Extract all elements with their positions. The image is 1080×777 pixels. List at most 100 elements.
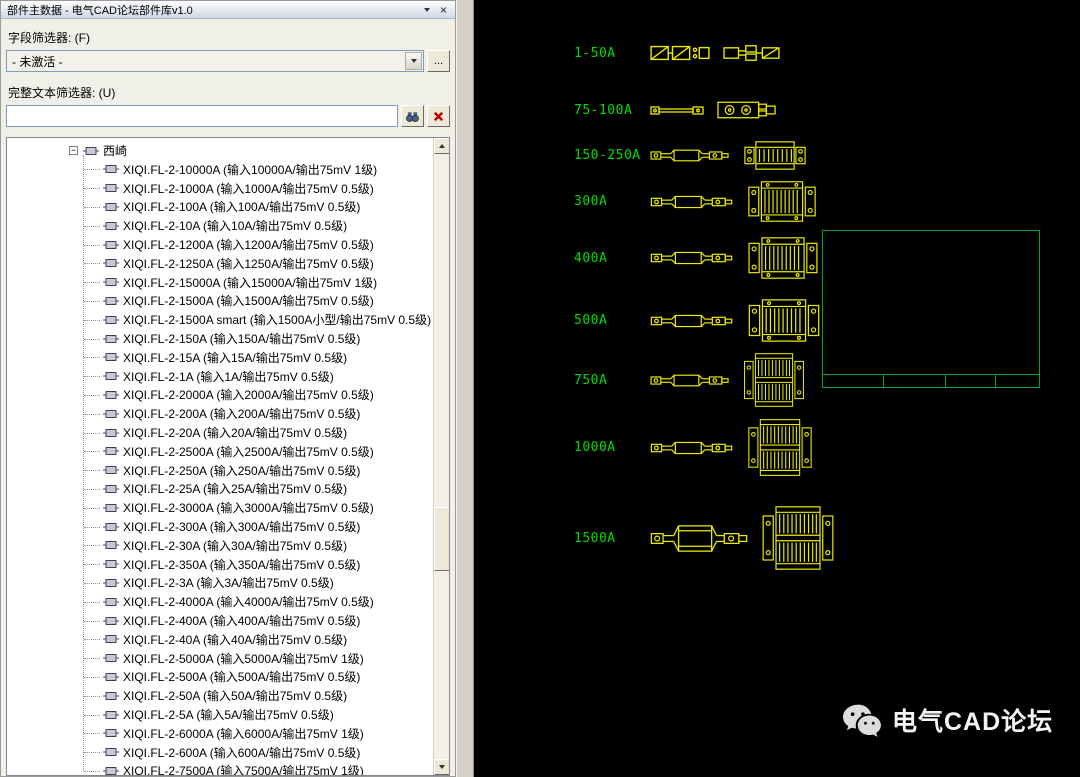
tree-item[interactable]: XIQI.FL-2-6000A (输入6000A/输出75mV 1级)	[7, 724, 433, 743]
shunt-row-400A: 400A	[574, 236, 819, 280]
tree-item[interactable]: XIQI.FL-2-250A (输入250A/输出75mV 0.5级)	[7, 461, 433, 480]
component-icon	[103, 634, 119, 644]
shunt-row-150-250A: 150-250A	[574, 140, 807, 171]
shunt-front-view	[747, 180, 817, 223]
field-filter-label: 字段筛选器: (F)	[8, 29, 448, 46]
tree-root-label: 西崎	[103, 142, 127, 159]
tree-item[interactable]: XIQI.FL-2-1000A (输入1000A/输出75mV 0.5级)	[7, 179, 433, 198]
shunt-side-view	[650, 144, 730, 167]
field-filter-select[interactable]: - 未激活 -	[6, 50, 424, 72]
component-icon	[103, 352, 119, 362]
drawing-frame	[822, 230, 1040, 388]
shunt-rating-label: 750A	[574, 373, 650, 388]
tree-item[interactable]: XIQI.FL-2-10A (输入10A/输出75mV 0.5级)	[7, 216, 433, 235]
component-icon	[103, 597, 119, 607]
clear-filter-button[interactable]	[427, 105, 450, 127]
tree-item[interactable]: XIQI.FL-2-2500A (输入2500A/输出75mV 0.5级)	[7, 442, 433, 461]
tree-item-label: XIQI.FL-2-1200A (输入1200A/输出75mV 0.5级)	[123, 236, 374, 253]
component-icon	[103, 766, 119, 775]
tree-item[interactable]: XIQI.FL-2-600A (输入600A/输出75mV 0.5级)	[7, 743, 433, 762]
panel-close-button[interactable]: ×	[436, 3, 451, 17]
component-icon	[103, 371, 119, 381]
tree-item[interactable]: XIQI.FL-2-1200A (输入1200A/输出75mV 0.5级)	[7, 235, 433, 254]
component-icon	[103, 277, 119, 287]
tree-item[interactable]: XIQI.FL-2-1A (输入1A/输出75mV 0.5级)	[7, 367, 433, 386]
tree-item-label: XIQI.FL-2-15A (输入15A/输出75mV 0.5级)	[123, 349, 347, 366]
component-icon	[103, 691, 119, 701]
tree-item[interactable]: XIQI.FL-2-350A (输入350A/输出75mV 0.5级)	[7, 555, 433, 574]
triangle-down-icon	[439, 765, 445, 769]
fulltext-filter-input[interactable]	[6, 105, 398, 127]
tree-item[interactable]: XIQI.FL-2-40A (输入40A/输出75mV 0.5级)	[7, 630, 433, 649]
tree-item[interactable]: XIQI.FL-2-30A (输入30A/输出75mV 0.5级)	[7, 536, 433, 555]
tree-root-node[interactable]: − 西崎	[7, 141, 433, 160]
panel-splitter[interactable]	[456, 0, 474, 777]
tree-item[interactable]: XIQI.FL-2-25A (输入25A/输出75mV 0.5级)	[7, 480, 433, 499]
field-filter-more-button[interactable]: ...	[427, 50, 450, 72]
cad-preview-area[interactable]: 1-50A 75-100A 150-250A 300A	[474, 0, 1080, 777]
tree-item[interactable]: XIQI.FL-2-300A (输入300A/输出75mV 0.5级)	[7, 517, 433, 536]
shunt-row-500A: 500A	[574, 298, 821, 343]
tree-item[interactable]: XIQI.FL-2-100A (输入100A/输出75mV 0.5级)	[7, 198, 433, 217]
tree-item[interactable]: XIQI.FL-2-15A (输入15A/输出75mV 0.5级)	[7, 348, 433, 367]
component-icon	[103, 446, 119, 456]
tree-item[interactable]: XIQI.FL-2-2000A (输入2000A/输出75mV 0.5级)	[7, 386, 433, 405]
tree-scrollbar[interactable]	[433, 138, 449, 775]
shunt-front-view	[761, 505, 835, 571]
tree-item-label: XIQI.FL-2-3000A (输入3000A/输出75mV 0.5级)	[123, 499, 374, 516]
tree-item-label: XIQI.FL-2-50A (输入50A/输出75mV 0.5级)	[123, 687, 347, 704]
scroll-thumb[interactable]	[434, 507, 450, 571]
tree-item-label: XIQI.FL-2-20A (输入20A/输出75mV 0.5级)	[123, 424, 347, 441]
search-button[interactable]	[401, 105, 424, 127]
scroll-down-button[interactable]	[434, 759, 450, 775]
shunt-front-view	[743, 352, 805, 408]
tree-item-label: XIQI.FL-2-10000A (输入10000A/输出75mV 1级)	[123, 161, 377, 178]
tree-item[interactable]: XIQI.FL-2-3000A (输入3000A/输出75mV 0.5级)	[7, 498, 433, 517]
shunt-drawing	[650, 42, 710, 64]
shunt-row-1500A: 1500A	[574, 505, 835, 571]
tree-item[interactable]: XIQI.FL-2-7500A (输入7500A/输出75mV 1级)	[7, 762, 433, 776]
component-icon	[103, 409, 119, 419]
tree-item-label: XIQI.FL-2-500A (输入500A/输出75mV 0.5级)	[123, 668, 360, 685]
tree-item[interactable]: XIQI.FL-2-20A (输入20A/输出75mV 0.5级)	[7, 423, 433, 442]
tree-item[interactable]: XIQI.FL-2-10000A (输入10000A/输出75mV 1级)	[7, 160, 433, 179]
tree-item[interactable]: XIQI.FL-2-4000A (输入4000A/输出75mV 0.5级)	[7, 592, 433, 611]
tree-item[interactable]: XIQI.FL-2-1250A (输入1250A/输出75mV 0.5级)	[7, 254, 433, 273]
shunt-rating-label: 400A	[574, 251, 650, 266]
chevron-down-icon	[424, 8, 430, 12]
tree-item-label: XIQI.FL-2-300A (输入300A/输出75mV 0.5级)	[123, 518, 360, 535]
component-icon	[103, 540, 119, 550]
tree-item[interactable]: XIQI.FL-2-500A (输入500A/输出75mV 0.5级)	[7, 668, 433, 687]
shunt-side-view	[650, 436, 734, 460]
shunt-side-view	[650, 369, 730, 392]
shunt-side-view	[650, 246, 734, 270]
scroll-up-button[interactable]	[434, 138, 450, 154]
combo-dropdown-button[interactable]	[405, 52, 422, 70]
panel-menu-button[interactable]	[419, 3, 434, 17]
tree-item-label: XIQI.FL-2-350A (输入350A/输出75mV 0.5级)	[123, 556, 360, 573]
tree-item[interactable]: XIQI.FL-2-50A (输入50A/输出75mV 0.5级)	[7, 686, 433, 705]
shunt-side-view	[650, 190, 734, 214]
tree-item-label: XIQI.FL-2-25A (输入25A/输出75mV 0.5级)	[123, 480, 347, 497]
tree-item[interactable]: XIQI.FL-2-5000A (输入5000A/输出75mV 1级)	[7, 649, 433, 668]
tree-item[interactable]: XIQI.FL-2-3A (输入3A/输出75mV 0.5级)	[7, 574, 433, 593]
tree-item-label: XIQI.FL-2-250A (输入250A/输出75mV 0.5级)	[123, 462, 360, 479]
component-icon	[103, 183, 119, 193]
panel-titlebar[interactable]: 部件主数据 - 电气CAD论坛部件库v1.0 ×	[1, 1, 455, 19]
tree-item[interactable]: XIQI.FL-2-200A (输入200A/输出75mV 0.5级)	[7, 404, 433, 423]
tree-item[interactable]: XIQI.FL-2-5A (输入5A/输出75mV 0.5级)	[7, 705, 433, 724]
component-icon	[103, 522, 119, 532]
field-filter-value: - 未激活 -	[12, 53, 405, 70]
tree-item-label: XIQI.FL-2-15000A (输入15000A/输出75mV 1级)	[123, 274, 377, 291]
tree-item[interactable]: XIQI.FL-2-15000A (输入15000A/输出75mV 1级)	[7, 273, 433, 292]
tree-item[interactable]: XIQI.FL-2-150A (输入150A/输出75mV 0.5级)	[7, 329, 433, 348]
tree-item-label: XIQI.FL-2-1500A (输入1500A/输出75mV 0.5级)	[123, 292, 374, 309]
tree-item[interactable]: XIQI.FL-2-1500A (输入1500A/输出75mV 0.5级)	[7, 292, 433, 311]
shunt-rating-label: 1000A	[574, 440, 650, 455]
tree-item[interactable]: XIQI.FL-2-400A (输入400A/输出75mV 0.5级)	[7, 611, 433, 630]
tree-item[interactable]: XIQI.FL-2-1500A smart (输入1500A小型/输出75mV …	[7, 310, 433, 329]
tree-collapse-icon[interactable]: −	[69, 146, 78, 155]
component-icon	[103, 258, 119, 268]
tree-item-label: XIQI.FL-2-1000A (输入1000A/输出75mV 0.5级)	[123, 180, 374, 197]
tree-item-label: XIQI.FL-2-2000A (输入2000A/输出75mV 0.5级)	[123, 386, 374, 403]
